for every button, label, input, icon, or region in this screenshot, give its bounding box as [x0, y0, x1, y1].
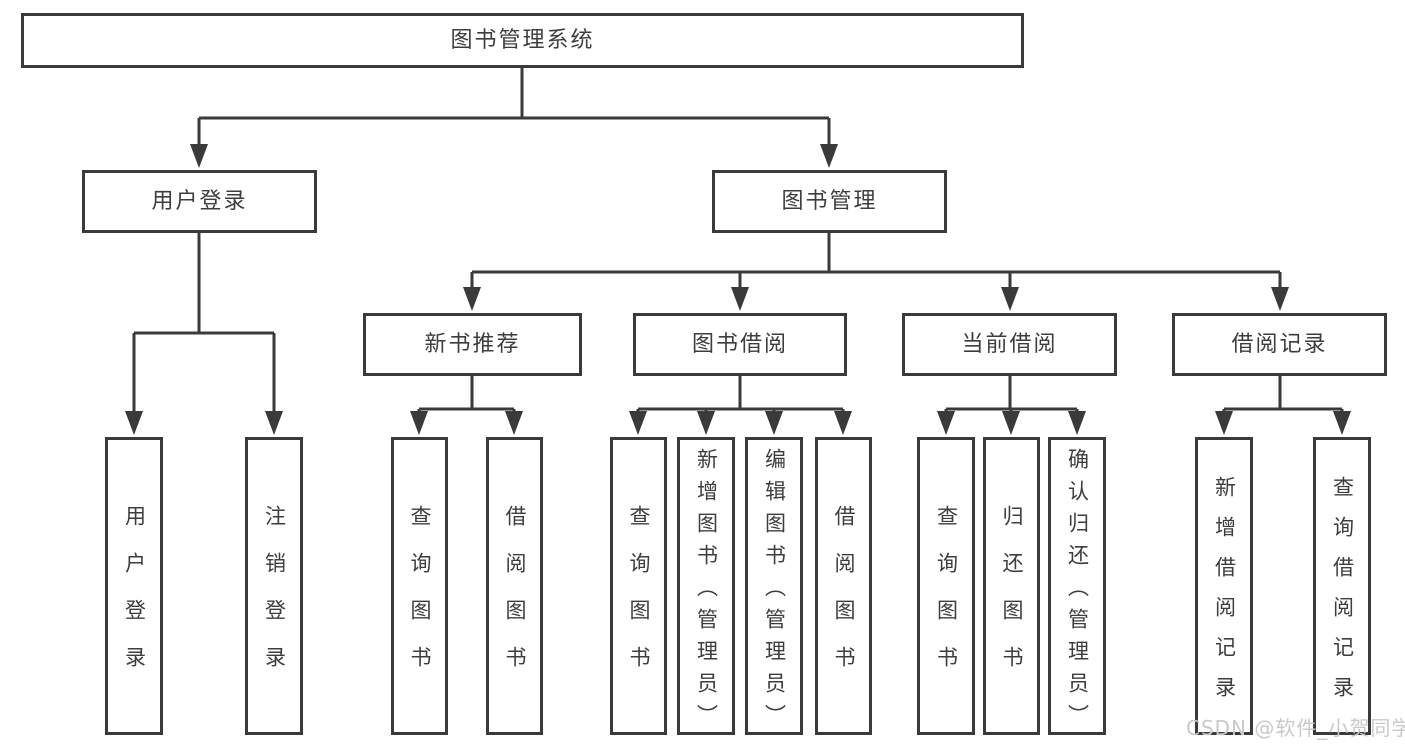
leaf-label: 查询图书: [408, 505, 432, 693]
leaf-bb-add-books: 新增图书（管理员）: [677, 437, 735, 736]
leaf-label: 查询借阅记录: [1330, 475, 1355, 716]
leaf-user-login: 用户登录: [105, 437, 163, 735]
arrow-down-icon: [937, 411, 955, 435]
node-user-login-group: 用户登录: [82, 170, 317, 233]
connector-root: [197, 68, 831, 147]
leaf-cb-query-books: 查询图书: [917, 437, 975, 735]
arrow-down-icon: [410, 411, 428, 435]
leaf-br-query-record: 查询借阅记录: [1313, 437, 1371, 735]
arrow-down-icon: [697, 411, 715, 435]
arrow-down-icon: [834, 411, 852, 435]
arrow-down-icon: [629, 411, 647, 435]
leaf-nbr-query-books: 查询图书: [391, 437, 448, 735]
node-book-management: 图书管理: [712, 170, 947, 233]
leaf-label: 确认归还（管理员）: [1065, 447, 1090, 736]
arrow-down-icon: [1271, 287, 1289, 311]
leaf-label: 用户登录: [122, 505, 147, 693]
leaf-label: 新增借阅记录: [1212, 475, 1237, 716]
arrow-down-icon: [265, 411, 283, 435]
arrow-down-icon: [731, 287, 749, 311]
arrow-down-icon: [1002, 411, 1020, 435]
arrow-down-icon: [463, 287, 481, 311]
arrow-down-icon: [765, 411, 783, 435]
connector-book-borrowing: [636, 376, 845, 414]
connector-borrowing-records: [1222, 376, 1344, 414]
leaf-logout: 注销登录: [245, 437, 303, 735]
leaf-bb-query-books: 查询图书: [610, 437, 667, 735]
leaf-cb-return-books: 归还图书: [983, 437, 1040, 735]
leaf-bb-borrow-books: 借阅图书: [815, 437, 872, 735]
leaf-label: 查询图书: [934, 505, 959, 693]
leaf-nbr-borrow-books: 借阅图书: [486, 437, 543, 735]
leaf-label: 注销登录: [262, 505, 287, 693]
leaf-label: 查询图书: [627, 505, 651, 693]
leaf-bb-edit-books: 编辑图书（管理员）: [745, 437, 803, 736]
node-new-book-recommend: 新书推荐: [363, 313, 582, 376]
arrow-down-icon: [820, 144, 838, 168]
csdn-watermark: CSDN @软件_小贺同学: [1186, 716, 1405, 740]
arrow-down-icon: [190, 144, 208, 168]
leaf-cb-confirm-return: 确认归还（管理员）: [1048, 437, 1106, 736]
arrow-down-icon: [1001, 287, 1019, 311]
leaf-br-add-record: 新增借阅记录: [1195, 437, 1253, 735]
arrow-down-icon: [1068, 411, 1086, 435]
leaf-label: 借阅图书: [503, 505, 527, 693]
arrow-down-icon: [1333, 411, 1351, 435]
leaf-label: 借阅图书: [832, 505, 856, 693]
node-current-borrowing: 当前借阅: [902, 313, 1117, 376]
arrowhead-icons: [125, 144, 1351, 435]
connector-new-book-recommend: [417, 376, 516, 414]
connector-current-borrowing: [944, 376, 1079, 414]
leaf-label: 归还图书: [1000, 505, 1024, 693]
node-book-borrowing: 图书借阅: [633, 313, 847, 376]
node-borrowing-records: 借阅记录: [1172, 313, 1387, 376]
node-root: 图书管理系统: [21, 13, 1024, 68]
arrow-down-icon: [1215, 411, 1233, 435]
connector-user-login-group: [132, 233, 276, 414]
leaf-label: 编辑图书（管理员）: [762, 447, 787, 736]
arrow-down-icon: [125, 411, 143, 435]
arrow-down-icon: [505, 411, 523, 435]
connector-book-management: [470, 233, 1282, 290]
leaf-label: 新增图书（管理员）: [694, 447, 719, 736]
